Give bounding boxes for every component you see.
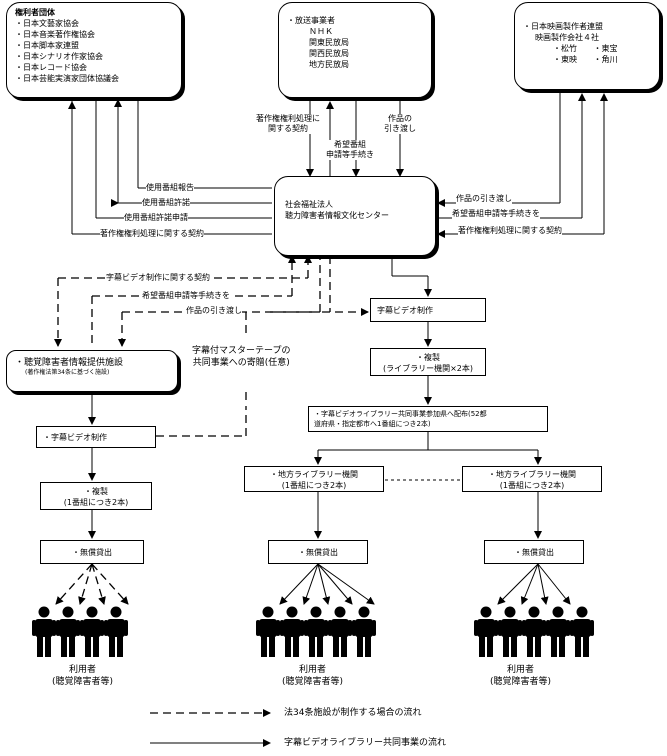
film-company: ・松竹 xyxy=(553,44,577,53)
rights-holder-item: ・日本芸能実演家団体協議会 xyxy=(15,74,119,83)
person-icon xyxy=(352,606,376,662)
center-line2: 聴力障害者情報文化センター xyxy=(285,211,389,220)
info-provision-facility-box: ・聴覚障害者情報提供施設 (著作権法第34条に基づく施設) xyxy=(6,350,178,392)
person-icon xyxy=(328,606,352,662)
person-icon xyxy=(474,606,498,662)
person-icon xyxy=(522,606,546,662)
left-copy-box: ・複製 (1番組につき2本) xyxy=(40,482,152,510)
person-icon xyxy=(256,606,280,662)
label-copyright-contract-mid: 著作権権利処理に 関する契約 xyxy=(256,114,320,134)
left-caption-production-box: ・字幕ビデオ制作 xyxy=(36,426,156,448)
film-producers-box: ・日本映画製作者連盟 映画製作会社４社 ・松竹 ・東宝 ・東映 ・角川 xyxy=(514,2,660,90)
person-icon xyxy=(546,606,570,662)
mid-copy-box: ・複製 (ライブラリー機関×2本) xyxy=(370,348,486,376)
person-icon xyxy=(304,606,328,662)
legend-dashed-label: 法34条施設が制作する場合の流れ xyxy=(284,708,422,718)
rights-holder-item: ・日本シナリオ作家協会 xyxy=(15,52,103,61)
person-icon xyxy=(104,606,128,662)
broadcasters-line: 関東民放局 xyxy=(309,38,349,47)
mid-users-label-a: 利用者 (聴覚障害者等) xyxy=(282,664,344,688)
label-usage-permit: 使用番組許諾 xyxy=(142,198,190,208)
label-work-delivery-dashed: 作品の引き渡し xyxy=(186,306,242,316)
rights-holder-item: ・日本文藝家協会 xyxy=(15,19,79,28)
label-usage-report: 使用番組報告 xyxy=(146,183,194,193)
rights-holder-item: ・日本音楽著作権協会 xyxy=(15,30,95,39)
left-free-lending-box: ・無償貸出 xyxy=(40,540,144,564)
broadcasters-box: ・放送事業者 ＮＨＫ 関東民放局 関西民放局 地方民放局 xyxy=(278,2,432,98)
mid-caption-production-box: 字幕ビデオ制作 xyxy=(370,298,486,322)
local-library-box-a: ・地方ライブラリー機関 (1番組につき2本) xyxy=(244,466,384,492)
person-icon xyxy=(32,606,56,662)
mid-free-lending-box-b: ・無償貸出 xyxy=(484,540,584,564)
facility-note: (著作権法第34条に基づく施設) xyxy=(25,369,110,376)
label-request-proc-right: 希望番組申請等手続きを xyxy=(452,209,540,219)
label-request-proc-dashed: 希望番組申請等手続きを xyxy=(142,291,230,301)
center-organization-box: 社会福祉法人 聴力障害者情報文化センター xyxy=(274,176,436,256)
film-company: ・角川 xyxy=(593,55,618,64)
label-copyright-contract-right: 著作権権利処理に関する契約 xyxy=(458,226,562,236)
label-work-delivery-right: 作品の引き渡し xyxy=(456,194,512,204)
person-icon xyxy=(570,606,594,662)
legend-solid-label: 字幕ビデオライブラリー共同事業の流れ xyxy=(284,738,447,748)
rights-holders-box: 権利者団体 ・日本文藝家協会 ・日本音楽著作権協会 ・日本脚本家連盟 ・日本シナ… xyxy=(6,2,182,98)
film-producers-line: 映画製作会社４社 xyxy=(535,33,599,42)
person-icon xyxy=(498,606,522,662)
label-request-proc-mid: 希望番組 申請等手続き xyxy=(326,140,374,160)
distribution-box: ・字幕ビデオライブラリー共同事業参加県へ配布(52都 道府県・指定都市へ1番組に… xyxy=(308,406,548,432)
film-producers-line: ・日本映画製作者連盟 xyxy=(523,22,603,31)
left-users-label: 利用者 (聴覚障害者等) xyxy=(52,664,114,688)
label-donation: 字幕付マスターテープの 共同事業への寄贈(任意) xyxy=(192,345,291,369)
broadcasters-line: 関西民放局 xyxy=(309,49,349,58)
label-copyright-contract-left: 著作権権利処理に関する契約 xyxy=(100,229,204,239)
person-icon xyxy=(56,606,80,662)
person-icon xyxy=(280,606,304,662)
film-company: ・東映 xyxy=(553,55,577,64)
local-library-box-b: ・地方ライブラリー機関 (1番組につき2本) xyxy=(462,466,602,492)
rights-holder-item: ・日本脚本家連盟 xyxy=(15,41,79,50)
broadcasters-line: 地方民放局 xyxy=(309,60,349,69)
label-usage-permit-request: 使用番組許諾申請 xyxy=(124,213,188,223)
facility-title: ・聴覚障害者情報提供施設 xyxy=(15,358,124,368)
broadcasters-line: ＮＨＫ xyxy=(309,27,333,36)
film-company: ・東宝 xyxy=(593,44,618,53)
person-icon xyxy=(80,606,104,662)
label-work-delivery-mid: 作品の 引き渡し xyxy=(384,114,416,134)
rights-holders-title: 権利者団体 xyxy=(15,8,55,17)
center-line1: 社会福祉法人 xyxy=(285,200,333,209)
label-caption-contract: 字幕ビデオ制作に関する契約 xyxy=(106,273,210,283)
mid-users-label-b: 利用者 (聴覚障害者等) xyxy=(490,664,552,688)
mid-free-lending-box-a: ・無償貸出 xyxy=(268,540,368,564)
rights-holder-item: ・日本レコード協会 xyxy=(15,63,87,72)
broadcasters-line: ・放送事業者 xyxy=(287,16,335,25)
